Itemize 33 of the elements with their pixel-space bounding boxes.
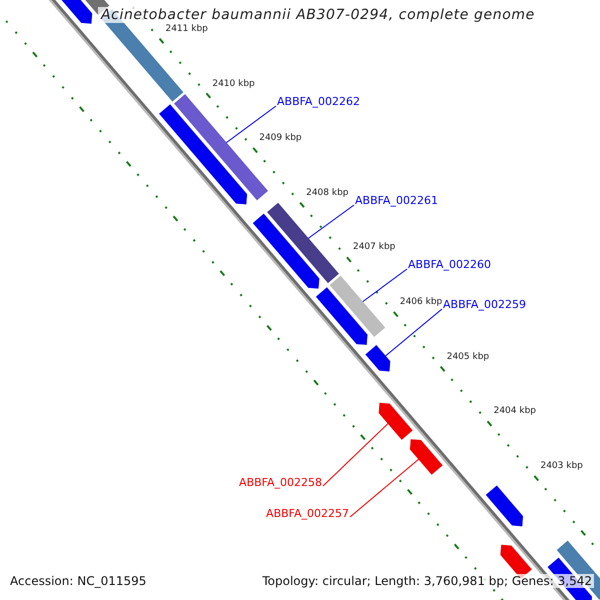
gene-label: ABBFA_002258	[239, 476, 322, 489]
tick-label: 2405 kbp	[446, 352, 490, 363]
gene-label: ABBFA_002259	[443, 298, 526, 311]
gene-feature	[378, 402, 413, 440]
leader-line	[362, 268, 408, 302]
gene-label: ABBFA_002260	[408, 258, 491, 271]
gene-label: ABBFA_002261	[355, 194, 438, 207]
accession-text: Accession: NC_011595	[8, 574, 148, 588]
tick-label: 2406 kbp	[400, 297, 442, 308]
leader-line	[308, 204, 354, 239]
gene-feature	[410, 439, 443, 475]
feature-bar	[556, 540, 600, 600]
gene-feature	[365, 345, 390, 372]
feature-bar	[267, 202, 339, 284]
feature-bar	[330, 276, 386, 337]
genome-info-text: Topology: circular; Length: 3,760,981 bp; Genes: 3,542	[260, 574, 594, 588]
gene-feature	[486, 486, 524, 526]
tick-label: 2408 kbp	[306, 188, 349, 199]
leader-line	[385, 308, 442, 356]
gene-feature	[316, 287, 368, 345]
tick-label: 2410 kbp	[212, 78, 255, 90]
leader-line	[350, 458, 420, 518]
tick-label: 2411 kbp	[165, 24, 208, 35]
leader-line	[322, 422, 389, 486]
gene-feature	[252, 214, 320, 289]
gene-feature	[159, 104, 248, 204]
tick-label: 2403 kbp	[540, 461, 583, 472]
tick-label: 2404 kbp	[494, 406, 536, 418]
gene-label: ABBFA_002262	[277, 95, 360, 108]
gene-label: ABBFA_002257	[266, 507, 349, 520]
leader-line	[226, 106, 276, 144]
tick-label: 2407 kbp	[352, 242, 396, 254]
tick-label: 2409 kbp	[259, 133, 302, 144]
